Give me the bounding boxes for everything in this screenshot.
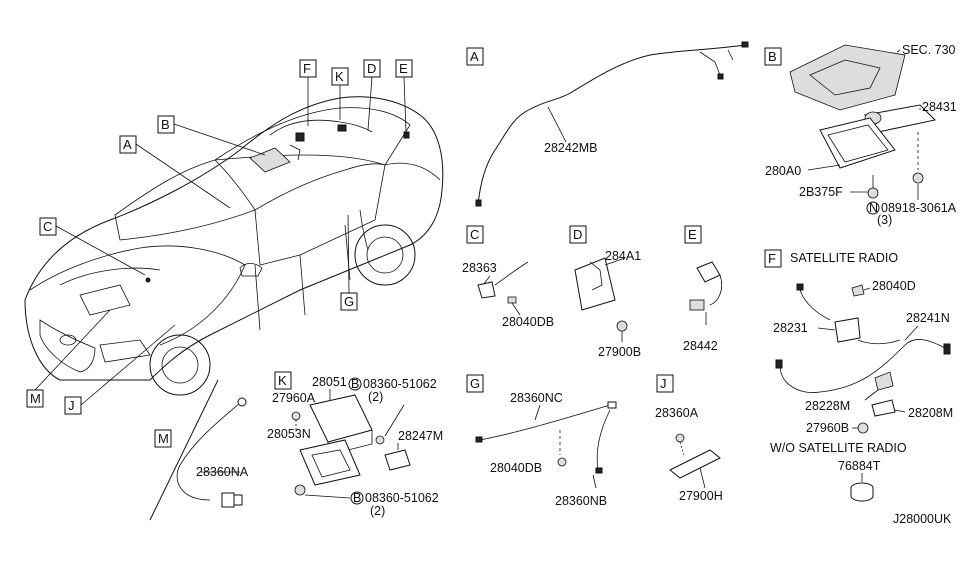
part-08360-top-qty: (2) <box>368 390 383 404</box>
part-28431: 28431 <box>922 100 957 114</box>
callout-g: G <box>344 294 354 309</box>
drawing-code: J28000UK <box>893 512 952 526</box>
car-illustration <box>24 96 444 396</box>
part-28242MB: 28242MB <box>544 141 598 155</box>
part-28040DB-g: 28040DB <box>490 461 542 475</box>
section-f: F SATELLITE RADIO 28040D 28231 28241N 28… <box>764 249 953 502</box>
part-28228M: 28228M <box>805 399 850 413</box>
part-28208M: 28208M <box>908 406 953 420</box>
section-label-a: A <box>470 49 479 64</box>
part-284A1: 284A1 <box>605 249 641 263</box>
section-a: A 28242MB <box>466 41 749 207</box>
part-b-circle-top: B <box>351 377 359 391</box>
part-28360NB: 28360NB <box>555 494 607 508</box>
part-76884T: 76884T <box>838 459 881 473</box>
part-08360-bot: 08360-51062 <box>365 491 439 505</box>
part-28241N: 28241N <box>906 311 950 325</box>
part-27960B: 27960B <box>806 421 849 435</box>
section-c: C 28363 28040DB <box>462 225 554 329</box>
section-b: B SEC. 730 28431 280A0 2B375F N 08918-30… <box>764 43 957 227</box>
part-28051: 28051 <box>312 375 347 389</box>
section-label-c: C <box>470 227 479 242</box>
part-28360NA: 28360NA <box>196 465 249 479</box>
callout-f: F <box>303 61 311 76</box>
part-28040DB-c: 28040DB <box>502 315 554 329</box>
section-label-m: M <box>158 431 169 446</box>
part-28360NC: 28360NC <box>510 391 563 405</box>
callout-b: B <box>161 117 170 132</box>
part-b-circle-bot: B <box>353 491 361 505</box>
section-j: J 28360A 27900H <box>655 374 723 503</box>
section-label-k: K <box>278 373 287 388</box>
sat-radio-title: SATELLITE RADIO <box>790 251 898 265</box>
part-280A0: 280A0 <box>765 164 801 178</box>
callout-k: K <box>335 69 344 84</box>
section-e: E 28442 <box>683 225 723 353</box>
part-27960A: 27960A <box>272 391 316 405</box>
section-label-d: D <box>573 227 582 242</box>
callout-a: A <box>123 137 132 152</box>
part-08360-bot-qty: (2) <box>370 504 385 518</box>
part-28363: 28363 <box>462 261 497 275</box>
car-callouts: F K D E B A C G M J <box>26 59 413 415</box>
section-label-j: J <box>660 376 667 391</box>
section-label-g: G <box>470 376 480 391</box>
part-28247M: 28247M <box>398 429 443 443</box>
section-d: D 284A1 27900B <box>569 225 641 359</box>
section-label-b: B <box>768 49 777 64</box>
section-m: M 28360NA <box>149 379 249 521</box>
part-sec730: SEC. 730 <box>902 43 956 57</box>
section-label-f: F <box>768 251 776 266</box>
section-label-e: E <box>688 227 697 242</box>
section-k: K 28051 B 08360-51062 (2) 27960A 28053N … <box>267 371 443 518</box>
callout-e: E <box>399 61 408 76</box>
part-08918: 08918-3061A <box>881 201 957 215</box>
callout-c: C <box>43 219 52 234</box>
part-08918-qty: (3) <box>877 213 892 227</box>
section-g: G 28360NC 28040DB 28360NB <box>466 374 617 508</box>
part-08360-top: 08360-51062 <box>363 377 437 391</box>
part-28442: 28442 <box>683 339 718 353</box>
callout-j: J <box>68 398 75 413</box>
part-2B375F: 2B375F <box>799 185 843 199</box>
callout-d: D <box>367 61 376 76</box>
part-n-circle: N <box>869 201 878 215</box>
part-28360A: 28360A <box>655 406 699 420</box>
part-28231: 28231 <box>773 321 808 335</box>
part-28053N: 28053N <box>267 427 311 441</box>
wo-sat-title: W/O SATELLITE RADIO <box>770 441 907 455</box>
callout-m: M <box>30 391 41 406</box>
part-27900B: 27900B <box>598 345 641 359</box>
part-27900H: 27900H <box>679 489 723 503</box>
part-28040D: 28040D <box>872 279 916 293</box>
